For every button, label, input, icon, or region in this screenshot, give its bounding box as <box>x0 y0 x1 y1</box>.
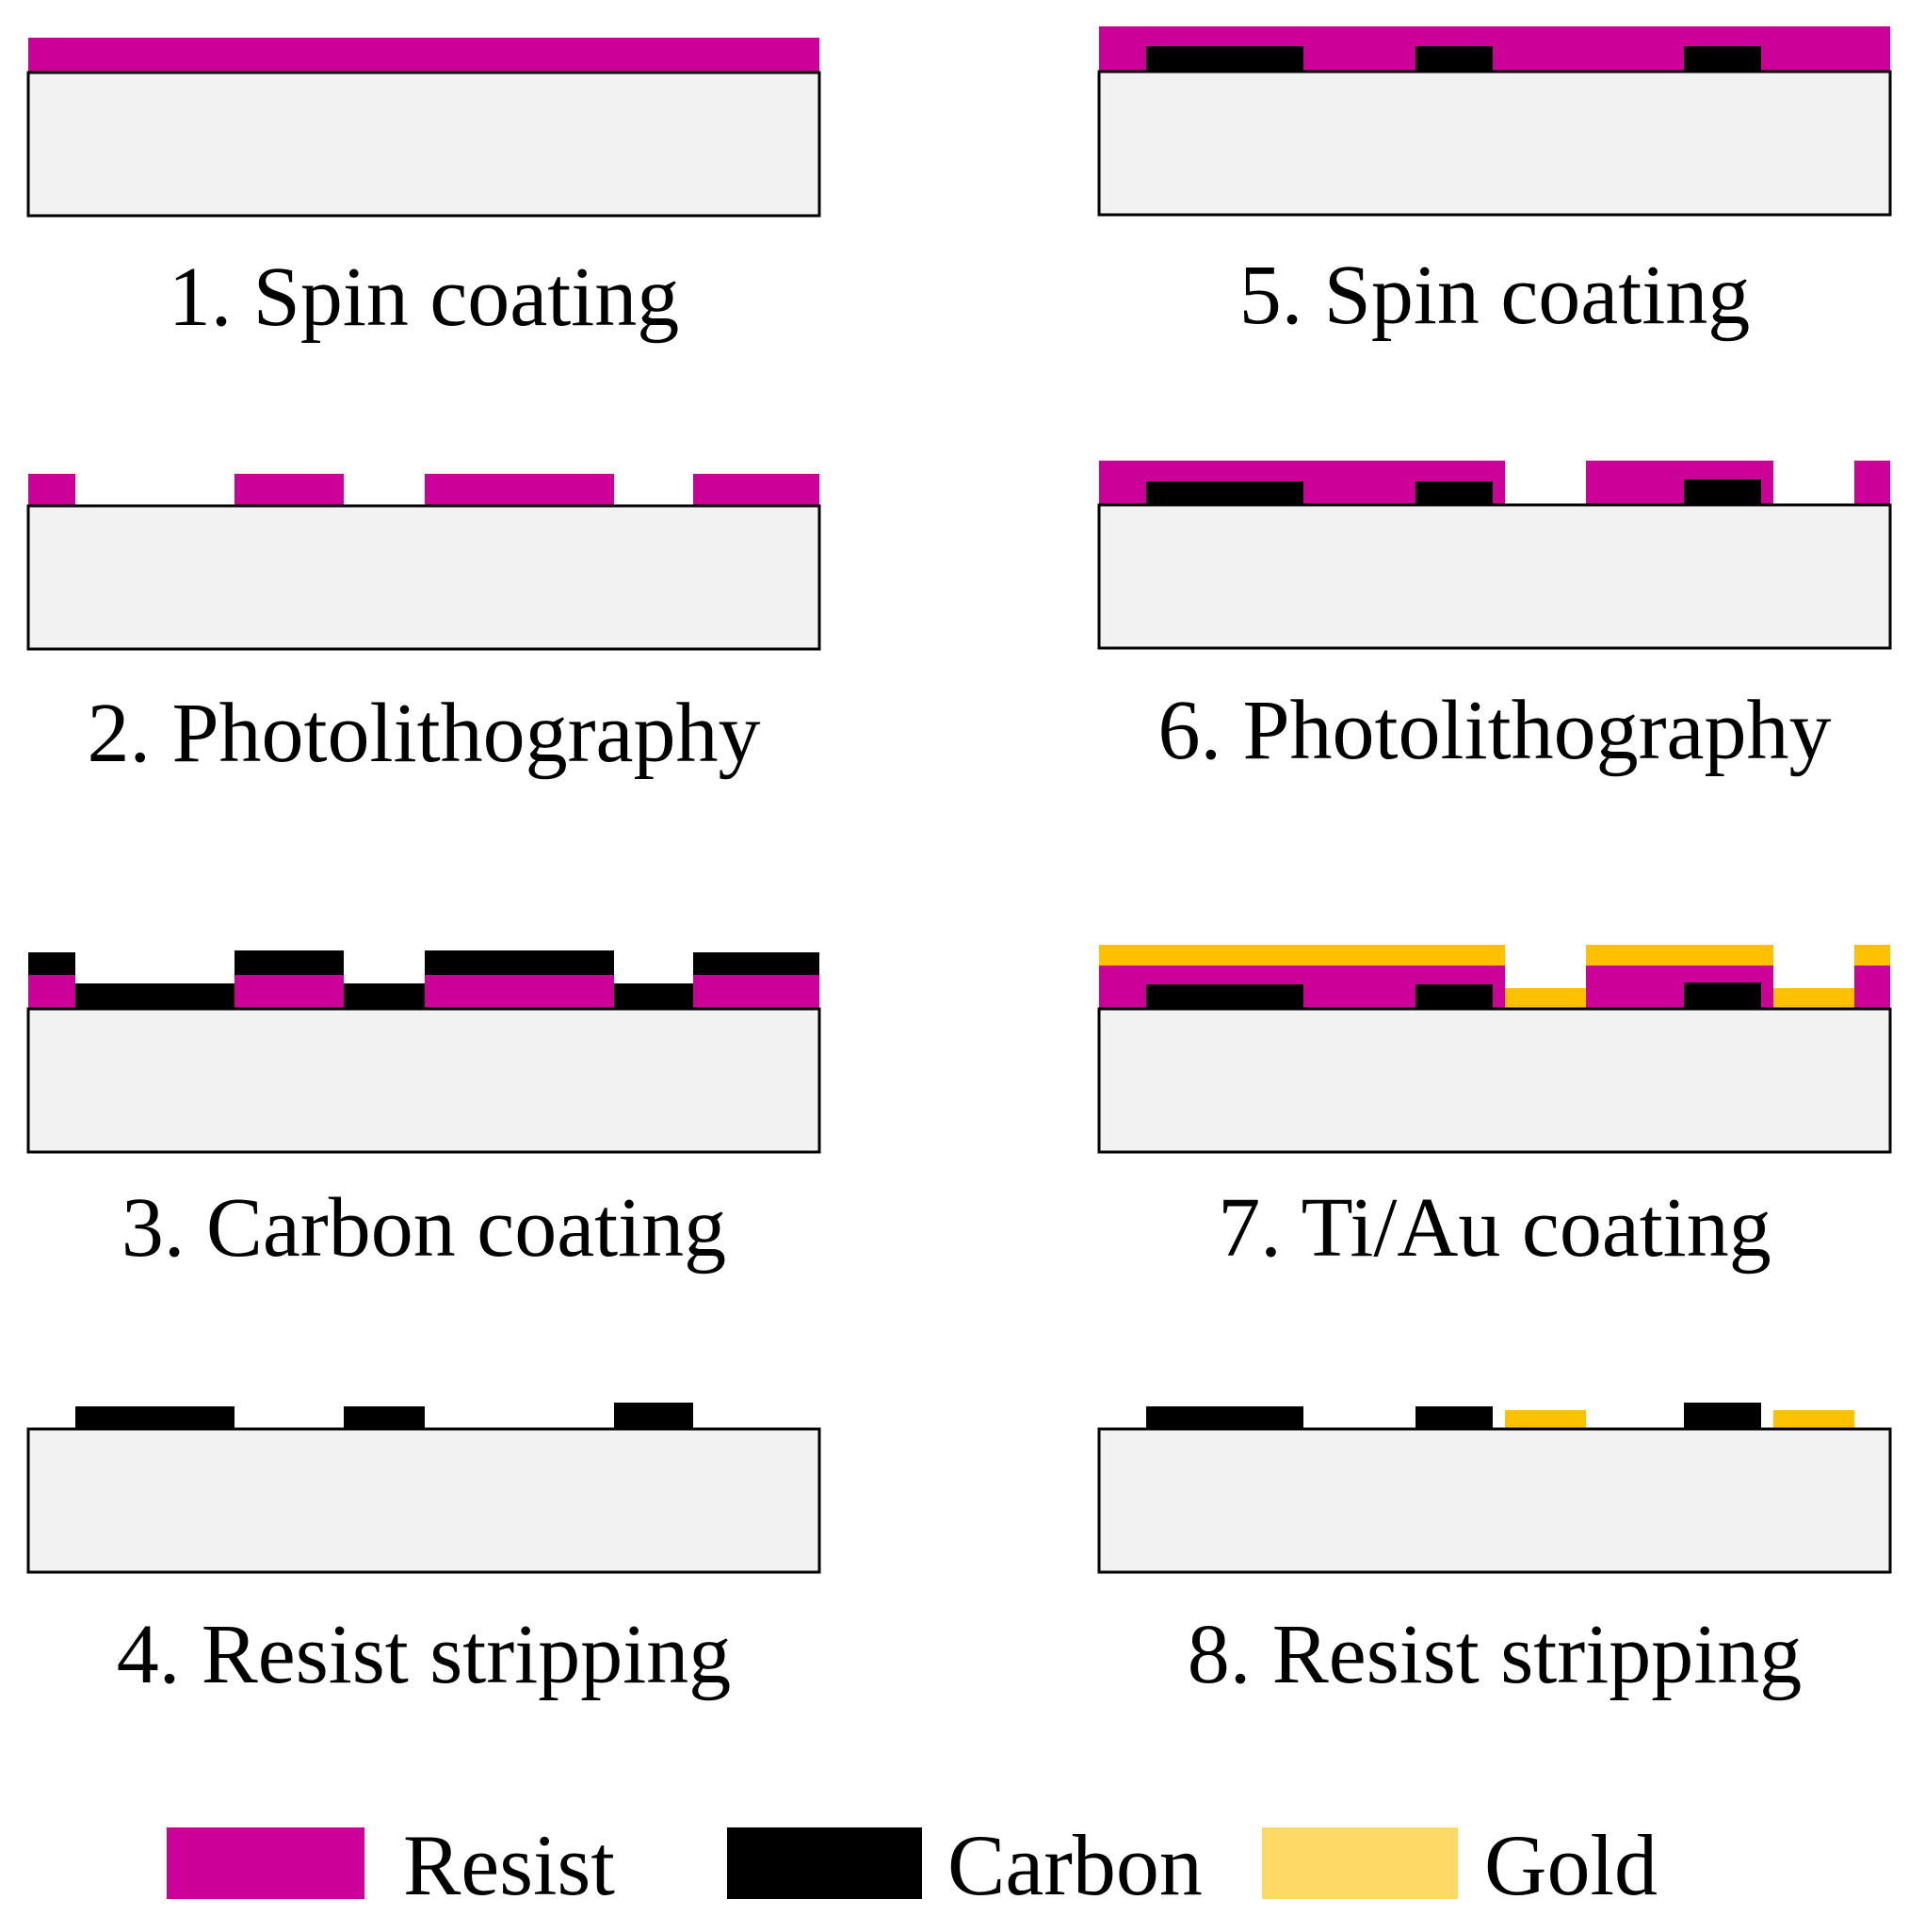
legend-swatch-carbon <box>727 1827 922 1899</box>
carbon-electrode <box>344 1406 425 1429</box>
substrate <box>26 1007 821 1154</box>
step-2-label: 2. Photolithography <box>88 687 761 780</box>
step-3-label: 3. Carbon coating <box>121 1181 726 1274</box>
step-4-panel: 4. Resist stripping <box>26 1403 821 1701</box>
step-7-label: 7. Ti/Au coating <box>1218 1181 1771 1274</box>
step-6-panel: 6. Photolithography <box>1097 461 1892 777</box>
carbon-electrode <box>1415 984 1493 1009</box>
gold-on-resist <box>1099 945 1505 966</box>
legend-swatch-gold <box>1262 1827 1458 1899</box>
legend-item-carbon: Carbon <box>727 1817 1203 1913</box>
gold-on-resist <box>1586 945 1773 966</box>
carbon-electrode <box>1415 1406 1493 1429</box>
substrate <box>26 504 821 651</box>
resist-block <box>1854 461 1890 505</box>
gold-on-substrate <box>1505 988 1586 1009</box>
carbon-on-substrate <box>75 983 235 1009</box>
carbon-electrode <box>1684 982 1761 1009</box>
step-5-panel: 5. Spin coating <box>1097 26 1892 342</box>
carbon-electrode <box>614 1403 693 1429</box>
carbon-electrode <box>1146 46 1303 72</box>
step-2-panel: 2. Photolithography <box>26 474 821 780</box>
step-4-label: 4. Resist stripping <box>117 1608 732 1701</box>
carbon-electrode <box>1415 46 1493 72</box>
step-1-label: 1. Spin coating <box>169 251 679 344</box>
gold-on-resist <box>1854 945 1890 966</box>
gold-electrode <box>1505 1410 1586 1429</box>
carbon-electrode <box>1684 1403 1761 1429</box>
step-8-panel: 8. Resist stripping <box>1097 1403 1892 1701</box>
carbon-electrode <box>1146 984 1303 1009</box>
carbon-electrode <box>1415 481 1493 505</box>
legend-label-gold: Gold <box>1484 1817 1658 1913</box>
legend-swatch-resist <box>167 1827 364 1899</box>
legend-item-resist: Resist <box>167 1817 615 1913</box>
legend: Resist Carbon Gold <box>167 1817 1658 1913</box>
legend-label-carbon: Carbon <box>947 1817 1203 1913</box>
carbon-on-substrate <box>344 983 425 1009</box>
resist-block <box>693 975 819 1009</box>
carbon-electrode <box>1684 479 1761 505</box>
resist-block <box>1854 966 1890 1009</box>
carbon-on-resist <box>425 950 614 975</box>
resist-block <box>28 474 75 506</box>
carbon-on-resist <box>28 952 75 975</box>
resist-block <box>425 975 614 1009</box>
carbon-electrode <box>1684 46 1761 72</box>
step-6-label: 6. Photolithography <box>1158 684 1832 777</box>
substrate <box>1097 70 1892 217</box>
carbon-electrode <box>1146 481 1303 505</box>
gold-electrode <box>1773 1410 1854 1429</box>
resist-block <box>28 975 75 1009</box>
step-5-label: 5. Spin coating <box>1239 249 1750 342</box>
substrate <box>1097 1007 1892 1154</box>
resist-block <box>693 474 819 506</box>
resist-block <box>425 474 614 506</box>
legend-item-gold: Gold <box>1262 1817 1658 1913</box>
carbon-electrode <box>1146 1406 1303 1429</box>
substrate <box>26 1427 821 1574</box>
step-3-panel: 3. Carbon coating <box>26 950 821 1274</box>
resist-layer <box>28 38 819 73</box>
step-8-label: 8. Resist stripping <box>1188 1608 1803 1701</box>
carbon-on-substrate <box>614 983 693 1009</box>
legend-label-resist: Resist <box>403 1817 615 1913</box>
carbon-electrode <box>75 1406 235 1429</box>
step-1-panel: 1. Spin coating <box>26 38 821 344</box>
substrate <box>1097 503 1892 650</box>
resist-block <box>235 474 344 506</box>
carbon-on-resist <box>235 950 344 975</box>
gold-on-substrate <box>1773 988 1854 1009</box>
resist-block <box>235 975 344 1009</box>
step-7-panel: 7. Ti/Au coating <box>1097 945 1892 1274</box>
substrate <box>1097 1427 1892 1574</box>
substrate <box>26 71 821 218</box>
carbon-on-resist <box>693 952 819 975</box>
